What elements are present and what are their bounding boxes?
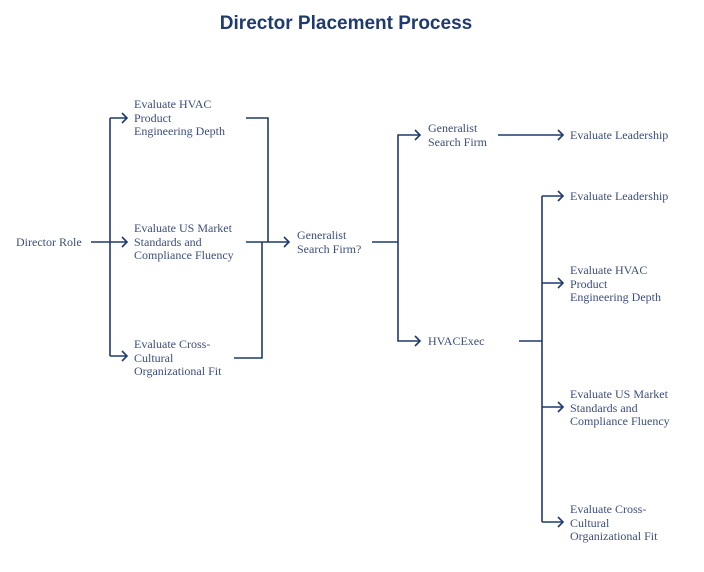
arrowhead (121, 236, 129, 248)
edge-hvac-to-decision (246, 117, 269, 242)
arrowhead (121, 112, 129, 124)
diagram-title: Director Placement Process (219, 13, 473, 34)
arrowhead (121, 350, 129, 362)
node-hvacexec-eval-hvac: Evaluate HVAC Product Engineering Depth (570, 263, 661, 304)
arrowhead (414, 129, 422, 141)
arrowhead (557, 190, 565, 202)
arrowhead (557, 516, 565, 528)
arrowhead (414, 335, 422, 347)
node-hvacexec-eval-leadership: Evaluate Leadership (570, 189, 669, 203)
node-eval-hvac: Evaluate HVAC Product Engineering Depth (134, 97, 225, 138)
arrowhead (557, 277, 565, 289)
edge-cross-to-decision (234, 242, 263, 359)
arrowhead (557, 129, 565, 141)
node-hvacexec: HVACExec (428, 334, 485, 348)
node-generalist-eval-leadership: Evaluate Leadership (570, 128, 669, 142)
arrowhead (283, 236, 291, 248)
node-decision-generalist: Generalist Search Firm? (297, 228, 362, 256)
node-generalist-search-firm: Generalist Search Firm (428, 121, 487, 149)
arrowhead (557, 401, 565, 413)
node-hvacexec-eval-cross-cultural: Evaluate Cross- Cultural Organizational … (570, 502, 658, 543)
edge-decision-branch (397, 134, 420, 342)
node-eval-us-market: Evaluate US Market Standards and Complia… (134, 221, 234, 262)
node-director-role: Director Role (16, 235, 82, 249)
node-eval-cross-cultural: Evaluate Cross- Cultural Organizational … (134, 337, 222, 378)
node-hvacexec-eval-us-market: Evaluate US Market Standards and Complia… (570, 387, 670, 428)
